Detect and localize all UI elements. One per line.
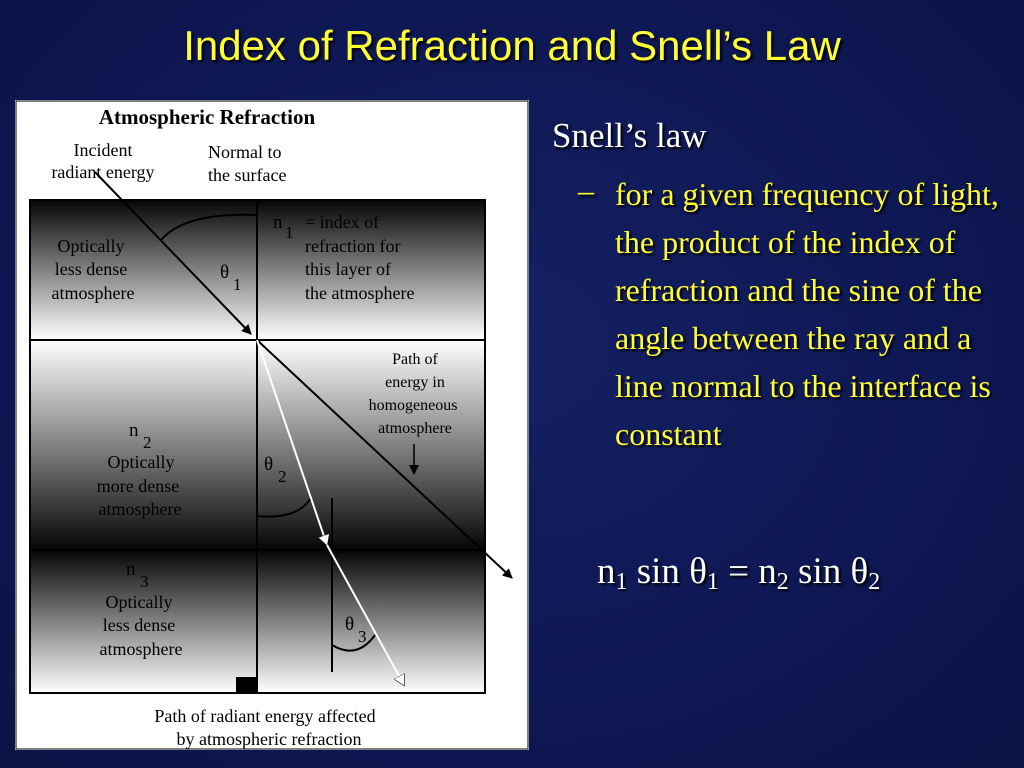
layer2-label-line2: more dense — [97, 476, 179, 496]
snells-law-equation: n1 sin θ1 = n2 sin θ2 — [597, 550, 880, 596]
theta2-arc — [256, 497, 312, 518]
incident-label-line2: radiant energy — [51, 162, 154, 182]
eq-theta2: θ — [850, 551, 869, 592]
theta2-symbol: θ — [264, 454, 273, 475]
n2-symbol: n — [129, 420, 139, 441]
n3-symbol: n — [126, 559, 136, 580]
diagram-svg: Atmospheric Refraction Incident radiant … — [15, 100, 529, 750]
layer3-label-line1: Optically — [106, 592, 173, 612]
theta3-symbol: θ — [345, 614, 354, 635]
index-def-line2: refraction for — [305, 236, 400, 256]
bottom-label-line2: by atmospheric refraction — [177, 729, 362, 749]
layer1-label-line2: less dense — [55, 259, 127, 279]
theta2-subscript: 2 — [278, 467, 287, 486]
theta1-subscript: 1 — [233, 275, 242, 294]
eq-n1: n — [597, 551, 616, 592]
layer3-label-line2: less dense — [103, 615, 175, 635]
index-def-line1: = index of — [305, 212, 379, 232]
normal-label-line1: Normal to — [208, 142, 282, 162]
eq-equals: = — [728, 551, 750, 592]
eq-sin2: sin — [798, 551, 842, 592]
bottom-label-line1: Path of radiant energy affected — [154, 706, 375, 726]
refracted-ray-2 — [326, 544, 405, 685]
layer1-label-line3: atmosphere — [52, 283, 135, 303]
layer2-label-line1: Optically — [108, 452, 175, 472]
eq-n2-sub: 2 — [776, 569, 789, 595]
layer2-label-line3: atmosphere — [99, 499, 182, 519]
eq-n1-sub: 1 — [615, 569, 628, 595]
homogeneous-path-ray — [256, 339, 513, 579]
index-def-line3: this layer of — [305, 259, 391, 279]
path-homog-line4: atmosphere — [378, 420, 452, 437]
n2-subscript: 2 — [143, 433, 152, 452]
eq-theta1: θ — [689, 551, 707, 592]
n3-subscript: 3 — [140, 572, 149, 591]
incident-ray — [94, 171, 252, 335]
atmospheric-refraction-diagram: Atmospheric Refraction Incident radiant … — [15, 100, 529, 750]
layer3-label-line3: atmosphere — [100, 639, 183, 659]
refracted-ray-1 — [256, 339, 327, 545]
path-homog-line2: energy in — [385, 374, 445, 391]
incident-label-line1: Incident — [74, 140, 133, 160]
n1-symbol: n — [273, 212, 283, 233]
layer1-label-line1: Optically — [58, 236, 125, 256]
sub-bullet-text: for a given frequency of light, the prod… — [615, 176, 999, 452]
normal-label-line2: the surface — [208, 165, 286, 185]
n1-subscript: 1 — [285, 223, 294, 242]
bullet-snells-law: Snell’s law — [552, 116, 707, 155]
eq-theta2-sub: 2 — [868, 569, 881, 595]
right-angle-marker — [236, 677, 256, 693]
path-homog-line1: Path of — [392, 351, 438, 368]
theta3-subscript: 3 — [358, 627, 367, 646]
eq-sin1: sin — [636, 551, 680, 592]
index-def-line4: the atmosphere — [305, 283, 414, 303]
slide-title: Index of Refraction and Snell’s Law — [183, 22, 841, 69]
diagram-title: Atmospheric Refraction — [99, 105, 316, 129]
path-homog-line3: homogeneous — [369, 397, 458, 414]
theta3-arc — [331, 634, 376, 652]
theta1-arc — [160, 213, 258, 241]
theta1-symbol: θ — [220, 262, 229, 283]
eq-n2: n — [758, 551, 777, 592]
eq-theta1-sub: 1 — [706, 569, 719, 595]
sub-bullet-dash: – — [578, 172, 594, 208]
